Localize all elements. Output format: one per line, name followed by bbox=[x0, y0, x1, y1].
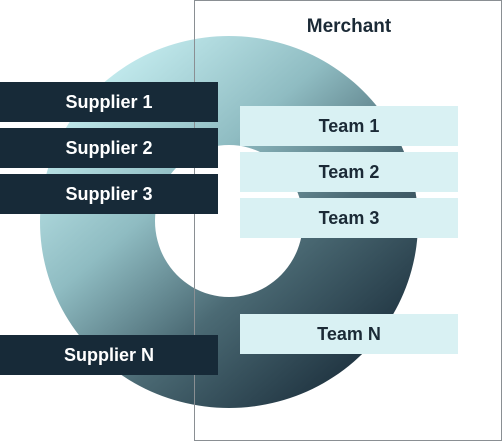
team-3-box: Team 3 bbox=[240, 198, 458, 238]
team-2-box: Team 2 bbox=[240, 152, 458, 192]
supplier-2-box: Supplier 2 bbox=[0, 128, 218, 168]
supplier-3-box: Supplier 3 bbox=[0, 174, 218, 214]
team-n-box: Team N bbox=[240, 314, 458, 354]
team-1-box: Team 1 bbox=[240, 106, 458, 146]
supplier-n-box: Supplier N bbox=[0, 335, 218, 375]
merchant-frame bbox=[194, 0, 502, 441]
supplier-1-box: Supplier 1 bbox=[0, 82, 218, 122]
merchant-title: Merchant bbox=[306, 16, 392, 37]
